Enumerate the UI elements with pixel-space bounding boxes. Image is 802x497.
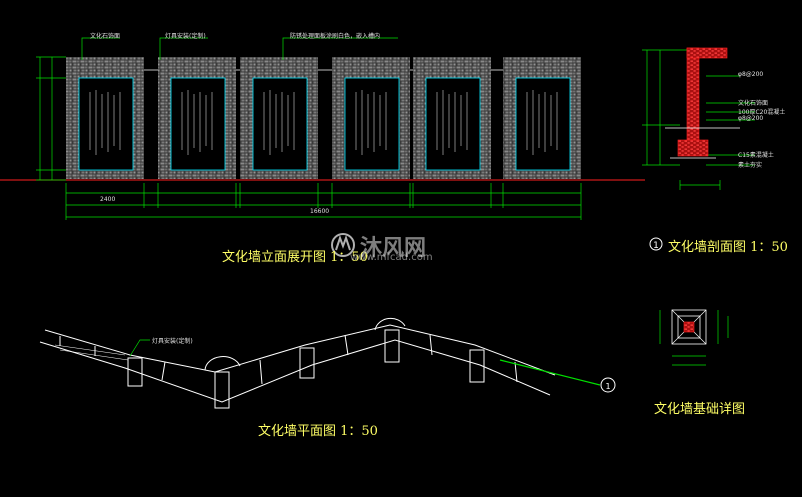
watermark-logo-text: 沐风网 xyxy=(360,236,427,261)
section-wall xyxy=(686,47,700,149)
section-label-5: C15素混凝土 xyxy=(738,152,774,159)
panel-inscriptions xyxy=(89,90,558,155)
foundation-title: 文化墙基础详图 xyxy=(654,402,746,417)
section-drawing: 1 xyxy=(642,47,755,251)
section-marker: 1 xyxy=(649,237,663,251)
plan-title: 文化墙平面图 1：50 xyxy=(258,424,378,439)
callout-lighting: 灯具安装(定制) xyxy=(165,33,206,40)
wall-panel xyxy=(413,57,491,179)
section-label-2: 文化石饰面 xyxy=(738,100,769,107)
section-label-3: 100厚C20混凝土 xyxy=(738,109,786,116)
wall-panel xyxy=(503,57,581,179)
section-title: 文化墙剖面图 1：50 xyxy=(668,240,788,255)
section-label-6: 素土夯实 xyxy=(738,162,763,169)
vertical-dimensions xyxy=(36,56,66,181)
plan-annotations: 1 xyxy=(129,339,616,393)
wall-panel xyxy=(332,57,410,179)
section-label-1: φ8@200 xyxy=(738,71,764,78)
horizontal-dimensions xyxy=(65,183,582,220)
watermark-url: www.mfcad.com xyxy=(350,252,433,263)
callout-leaders xyxy=(81,37,398,60)
section-label-4: φ8@200 xyxy=(738,115,764,122)
plan-callout: 灯具安装(定制) xyxy=(152,338,193,345)
watermark-logo-icon xyxy=(331,233,355,257)
wall-panel xyxy=(66,57,144,179)
section-marker-number: 1 xyxy=(653,241,659,251)
elevation-title: 文化墙立面展开图 1：50 xyxy=(222,250,368,265)
foundation-detail xyxy=(659,309,729,366)
elevation-drawing xyxy=(0,37,645,220)
wall-panel xyxy=(158,57,236,179)
section-footing xyxy=(677,139,709,157)
plan-marker-number: 1 xyxy=(605,382,610,391)
section-cap xyxy=(686,47,728,59)
wall-panel xyxy=(240,57,318,179)
plan-drawing xyxy=(39,317,556,409)
callout-panel: 防锈处理面板涂刷白色，嵌入槽内 xyxy=(290,33,381,40)
callout-cultural-stone: 文化石饰面 xyxy=(90,33,121,40)
panel-dimension: 2400 xyxy=(100,196,116,203)
overall-dimension: 16600 xyxy=(310,208,330,215)
